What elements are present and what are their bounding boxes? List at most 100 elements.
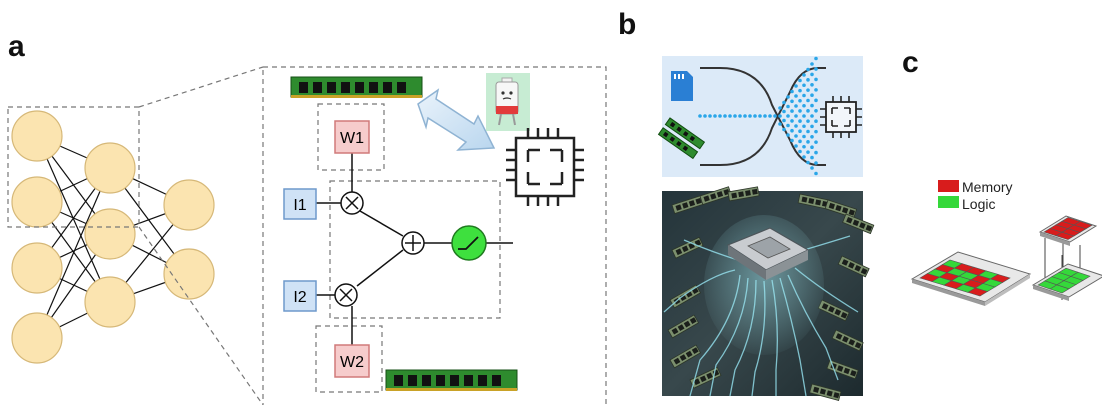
module-chip bbox=[682, 202, 689, 209]
double-arrow-icon bbox=[417, 88, 496, 151]
memory-swatch bbox=[938, 180, 959, 192]
module-chip bbox=[837, 365, 844, 372]
sum-icon bbox=[401, 231, 425, 255]
memory-module bbox=[727, 186, 760, 202]
input-i1-label: I1 bbox=[293, 197, 306, 214]
module-chip bbox=[685, 350, 693, 358]
module-chip bbox=[703, 195, 710, 202]
module-chip bbox=[671, 327, 679, 335]
memory-module bbox=[842, 213, 875, 235]
stream-dot bbox=[790, 128, 794, 133]
stream-dot bbox=[778, 106, 782, 110]
stack-memory-layer bbox=[1043, 217, 1093, 240]
stream-dot bbox=[814, 98, 818, 103]
module-chip bbox=[745, 190, 751, 196]
neuron bbox=[84, 208, 136, 260]
data-stream-dots bbox=[698, 56, 818, 176]
stream-dot bbox=[798, 98, 802, 103]
stream-dot bbox=[794, 104, 798, 108]
stream-dot bbox=[806, 98, 810, 103]
module-chip bbox=[828, 306, 835, 313]
stream-dot bbox=[806, 140, 810, 144]
weight-w2: W2 bbox=[334, 344, 370, 378]
panel-label-c: c bbox=[902, 46, 919, 79]
panel-label-a: a bbox=[8, 30, 25, 63]
chip-icon bbox=[820, 96, 862, 138]
stream-dot bbox=[748, 114, 752, 118]
sd-card-icon bbox=[671, 71, 693, 101]
stream-dot bbox=[798, 139, 802, 144]
stream-dot bbox=[802, 144, 806, 149]
logic-swatch bbox=[938, 196, 959, 208]
module-chip bbox=[848, 338, 856, 346]
module-chip bbox=[834, 308, 842, 316]
neuron bbox=[163, 248, 215, 300]
stream-dot bbox=[810, 72, 814, 77]
stream-dot bbox=[790, 89, 794, 94]
stream-dot bbox=[794, 84, 798, 88]
stream-dot bbox=[806, 109, 810, 113]
stream-dot bbox=[763, 114, 767, 118]
module-chip bbox=[833, 392, 840, 399]
stream-dot bbox=[806, 150, 810, 154]
weight-w1: W1 bbox=[334, 120, 370, 154]
stream-dot bbox=[798, 129, 802, 134]
module-chip bbox=[840, 311, 848, 319]
module-chip bbox=[841, 259, 849, 266]
module-chip bbox=[675, 248, 683, 256]
stream-dot bbox=[810, 145, 814, 149]
ram-module-icon bbox=[657, 117, 706, 160]
module-chip bbox=[815, 199, 822, 206]
module-chip bbox=[813, 386, 820, 393]
signal-wires bbox=[316, 153, 513, 345]
stream-dot bbox=[810, 166, 814, 170]
memory-module bbox=[669, 344, 702, 369]
stream-dot bbox=[798, 149, 802, 154]
stream-dot bbox=[794, 94, 798, 98]
stream-dot bbox=[703, 114, 707, 118]
memory-module bbox=[831, 329, 864, 352]
operation-box bbox=[329, 180, 501, 319]
module-chip bbox=[819, 388, 826, 395]
stream-dot bbox=[810, 124, 814, 129]
stream-dot bbox=[806, 78, 810, 82]
input-i2-label: I2 bbox=[293, 289, 306, 306]
zoom-line-bottom bbox=[138, 226, 264, 405]
memory-tile bbox=[1073, 221, 1093, 230]
multiply-icon bbox=[340, 191, 364, 215]
battery-icon bbox=[486, 73, 530, 131]
stream-dot bbox=[753, 114, 757, 118]
stream-dot bbox=[718, 114, 722, 118]
zoom-line-top bbox=[138, 66, 264, 108]
cpu-chip-icon bbox=[726, 227, 810, 280]
stream-dot bbox=[790, 99, 794, 104]
stream-dot bbox=[794, 144, 798, 148]
stream-dot bbox=[802, 93, 806, 98]
stream-dot bbox=[786, 114, 790, 118]
module-chip bbox=[808, 198, 815, 204]
stream-dot bbox=[743, 114, 747, 118]
stream-dot bbox=[738, 114, 742, 118]
memory-module bbox=[837, 255, 870, 278]
memory-module bbox=[824, 199, 858, 219]
stream-dot bbox=[782, 100, 786, 105]
module-chip bbox=[852, 219, 860, 227]
module-chip bbox=[695, 197, 702, 205]
module-chip bbox=[688, 200, 696, 207]
stream-dot bbox=[802, 155, 806, 159]
planar-chip-2d bbox=[910, 251, 1032, 306]
weight-w1-label: W1 bbox=[340, 130, 364, 147]
stream-dot bbox=[814, 77, 818, 82]
motherboard-illustration bbox=[662, 186, 875, 401]
weight-box-bottom bbox=[315, 325, 383, 393]
module-chip bbox=[854, 264, 862, 272]
neural-network bbox=[11, 110, 215, 364]
stream-dot bbox=[814, 150, 818, 155]
stream-dot bbox=[794, 114, 798, 118]
input-i2: I2 bbox=[283, 280, 317, 312]
module-chip bbox=[850, 370, 857, 377]
stream-dot bbox=[768, 114, 772, 118]
memory-module bbox=[667, 314, 700, 339]
stream-dot bbox=[814, 119, 818, 124]
stream-dot bbox=[810, 83, 814, 87]
